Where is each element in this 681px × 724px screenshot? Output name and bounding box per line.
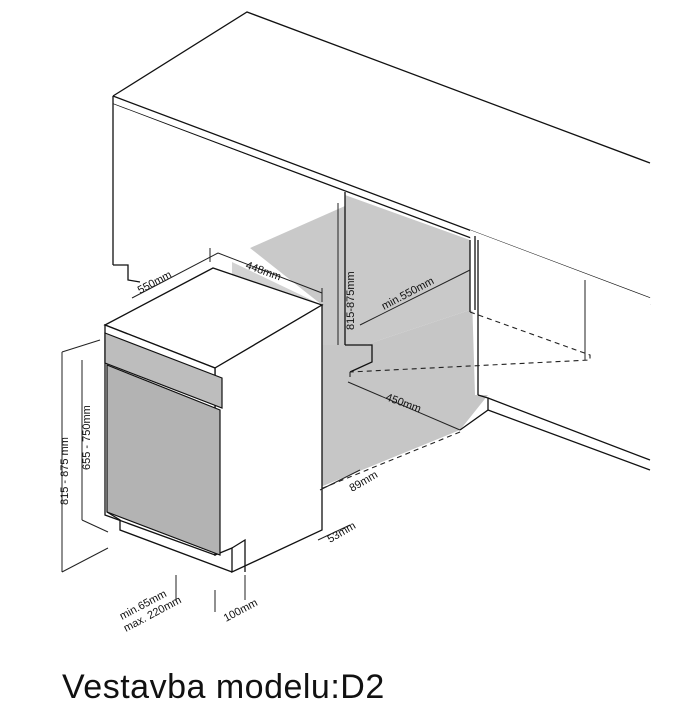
caption: Vestavba modelu:D2 xyxy=(62,668,385,706)
control-panel xyxy=(104,332,223,409)
installation-diagram: 550mm 448mm 815-875mm min.550mm 450mm 81… xyxy=(59,11,651,635)
left-cabinet xyxy=(112,104,373,373)
countertop xyxy=(112,11,651,306)
niche-back-wall xyxy=(250,195,470,345)
dim-height-815-875: 815 - 875 mm xyxy=(59,437,71,505)
right-cabinet xyxy=(459,230,651,471)
dim-height-655-750: 655 - 750mm xyxy=(81,405,93,470)
dim-height-815-875-niche: 815-875mm xyxy=(345,271,357,330)
dimension-lines xyxy=(61,203,471,612)
niche-floor xyxy=(318,310,488,488)
dishwasher xyxy=(103,267,324,574)
dim-plinth-53: 53mm xyxy=(326,520,358,546)
dim-plinth-100: 100mm xyxy=(222,597,260,625)
niche-outline xyxy=(349,311,591,373)
door-panel xyxy=(106,364,221,556)
